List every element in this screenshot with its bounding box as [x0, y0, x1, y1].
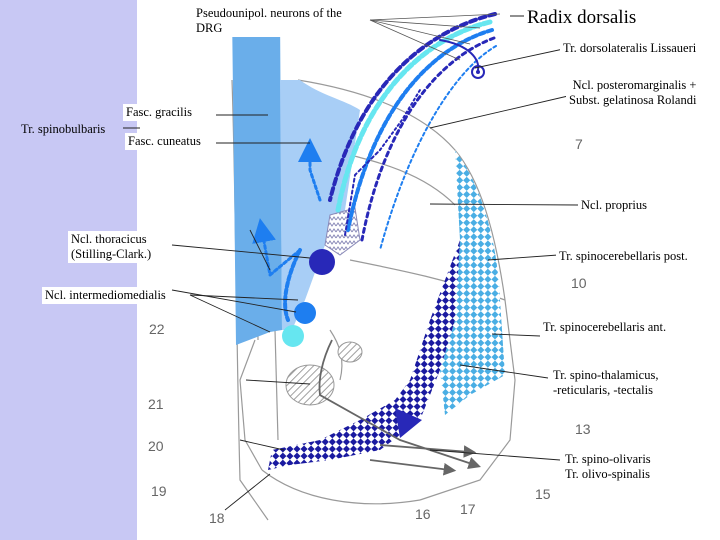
- label-tr-spinoolivaris: Tr. spino-olivaris Tr. olivo-spinalis: [562, 451, 654, 483]
- label-ncl-proprius: Ncl. proprius: [578, 197, 650, 214]
- label-tr-spinobulbaris: Tr. spinobulbaris: [21, 122, 105, 137]
- fasc-cuneatus-area: [280, 80, 360, 330]
- number-16: 16: [415, 506, 431, 522]
- number-21: 21: [148, 396, 164, 412]
- ncl-thoracicus-dot: [309, 249, 335, 275]
- hatched-nucleus-upper: [338, 342, 362, 362]
- label-tr-spinocerebellaris-ant: Tr. spinocerebellaris ant.: [540, 319, 669, 336]
- number-22: 22: [149, 321, 165, 337]
- substantia-gelatinosa-area: [325, 208, 360, 255]
- label-radix-dorsalis: Radix dorsalis: [524, 6, 639, 30]
- ncl-intermediomedialis-cyan-dot: [282, 325, 304, 347]
- number-15: 15: [535, 486, 551, 502]
- radix-fan-lines: [370, 14, 500, 60]
- label-pseudounipolar: Pseudounipol. neurons of the DRG: [193, 5, 345, 37]
- number-10: 10: [571, 275, 587, 291]
- label-fasc-gracilis: Fasc. gracilis: [123, 104, 195, 121]
- number-20: 20: [148, 438, 164, 454]
- number-17: 17: [460, 501, 476, 517]
- label-ncl-thoracicus: Ncl. thoracicus (Stilling-Clark.): [68, 231, 154, 263]
- number-13: 13: [575, 421, 591, 437]
- label-tr-spinothalamicus: Tr. spino-thalamicus, -reticularis, -tec…: [550, 367, 661, 399]
- number-7: 7: [575, 136, 583, 152]
- label-ncl-intermediomedialis: Ncl. intermediomedialis: [42, 287, 169, 304]
- number-19: 19: [151, 483, 167, 499]
- ncl-intermediomedialis-dot: [294, 302, 316, 324]
- label-fasc-cuneatus: Fasc. cuneatus: [125, 133, 204, 150]
- label-ncl-posteromarginalis: Ncl. posteromarginalis + Subst. gelatino…: [566, 77, 699, 109]
- label-tr-dorsolateralis: Tr. dorsolateralis Lissaueri: [560, 40, 699, 57]
- number-18: 18: [209, 510, 225, 526]
- fasc-gracilis-area: [232, 10, 282, 345]
- label-tr-spinocerebellaris-post: Tr. spinocerebellaris post.: [556, 248, 691, 265]
